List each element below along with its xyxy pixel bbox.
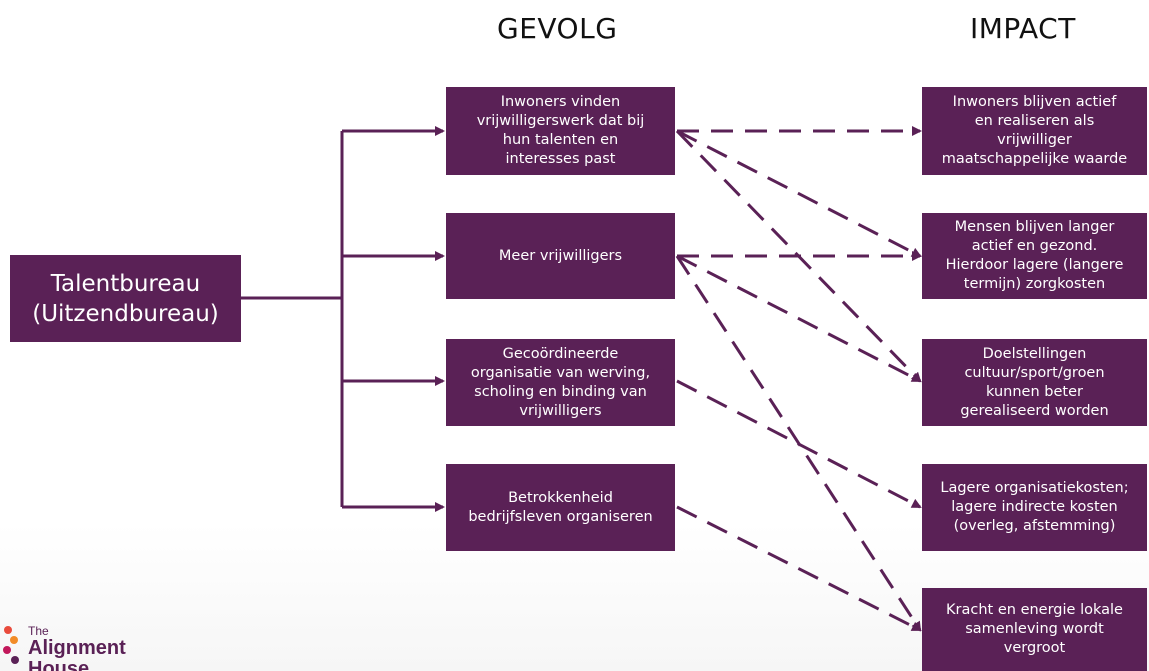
header-gevolg: GEVOLG bbox=[497, 12, 618, 45]
impact-box-1: Inwoners blijven actief en realiseren al… bbox=[922, 87, 1147, 175]
gevolg-box-3: Gecoördineerde organisatie van werving, … bbox=[446, 339, 675, 426]
impact-box-4: Lagere organisatiekosten; lagere indirec… bbox=[922, 464, 1147, 551]
gevolg-box-1: Inwoners vinden vrijwilligerswerk dat bi… bbox=[446, 87, 675, 175]
logo-text-the: The bbox=[28, 624, 49, 638]
impact-box-5: Kracht en energie lokale samenleving wor… bbox=[922, 588, 1147, 671]
link-gevolg-3-to-impact-4 bbox=[676, 379, 922, 509]
source-talentbureau: Talentbureau (Uitzendbureau) bbox=[10, 255, 241, 342]
impact-box-2: Mensen blijven langer actief en gezond. … bbox=[922, 213, 1147, 299]
link-gevolg-1-to-impact-2 bbox=[676, 129, 922, 258]
gevolg-box-2: Meer vrijwilligers bbox=[446, 213, 675, 299]
alignment-house-logo: The Alignment House bbox=[0, 620, 170, 671]
gevolg-box-4: Betrokkenheid bedrijfsleven organiseren bbox=[446, 464, 675, 551]
link-gevolg-2-to-impact-3 bbox=[676, 254, 922, 383]
logo-text-house: House bbox=[28, 658, 90, 671]
logo-text-alignment: Alignment bbox=[28, 637, 126, 659]
logo-icon bbox=[3, 626, 19, 664]
header-impact: IMPACT bbox=[970, 12, 1076, 45]
link-gevolg-4-to-impact-5 bbox=[676, 505, 922, 632]
impact-box-3: Doelstellingen cultuur/sport/groen kunne… bbox=[922, 339, 1147, 426]
